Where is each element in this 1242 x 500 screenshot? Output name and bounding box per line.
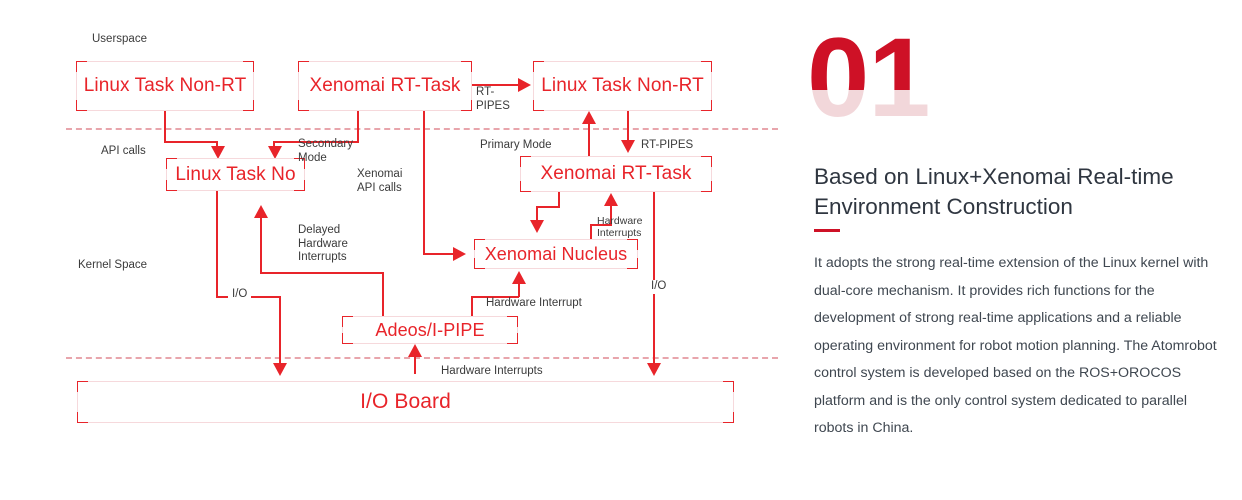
arrow-up-hardware-interrupts: [604, 193, 618, 206]
edge-primary-mode-up: [588, 122, 590, 156]
edge-rttask-to-nucleus-v2: [536, 206, 538, 224]
edge-xenomai-user-secondary-v1: [357, 110, 359, 142]
separator-kernel-hardware: [66, 357, 778, 359]
edge-label-rt-pipes-right: RT-PIPES: [641, 139, 694, 151]
edge-delayed-hw-v2: [260, 218, 262, 274]
node-io-board[interactable]: I/O Board: [77, 381, 734, 423]
edge-xenomai-api-v: [423, 110, 425, 254]
section-headline: Based on Linux+Xenomai Real-time Environ…: [814, 164, 1174, 219]
node-label: Xenomai Nucleus: [484, 243, 628, 264]
edge-label-hardware-interrupt: Hardware Interrupt: [486, 297, 582, 309]
edge-adeos-to-nucleus-v2: [518, 283, 520, 297]
edge-label-io-left: I/O: [228, 288, 252, 302]
architecture-diagram: Userspace Kernel Space: [66, 33, 778, 423]
edge-label-secondary-mode: Secondary Mode: [298, 138, 353, 164]
arrow-down-io-left: [273, 363, 287, 376]
edge-rtpipes-top: [472, 84, 520, 86]
edge-rttask-to-nucleus-h: [536, 206, 560, 208]
edge-delayed-hw-v1: [382, 272, 384, 318]
edge-xenomai-api-h: [423, 253, 455, 255]
arrow-down-to-linuxtaskno-left: [211, 146, 225, 159]
edge-usertask-to-linuxtaskno-h: [164, 141, 218, 143]
edge-io-left-v2: [279, 296, 281, 368]
arrow-down-io-right: [647, 363, 661, 376]
node-xenomai-rt-task-user[interactable]: Xenomai RT-Task: [298, 61, 472, 111]
arrow-right-rtpipes-top: [518, 78, 531, 92]
edge-rttask-to-nucleus-v1: [558, 191, 560, 207]
edge-adeos-to-nucleus-v1: [471, 296, 473, 318]
node-adeos-ipipe[interactable]: Adeos/I-PIPE: [342, 316, 518, 344]
node-label: Linux Task Non-RT: [541, 75, 704, 96]
edge-io-left-v1: [216, 191, 218, 297]
arrow-up-hardware-interrupt: [512, 271, 526, 284]
node-linux-task-non-rt-user[interactable]: Linux Task Non-RT: [76, 61, 254, 111]
edge-label-rt-pipes-top: RT- PIPES: [476, 86, 510, 112]
edge-io-right-v: [653, 191, 655, 368]
node-label: Xenomai RT-Task: [309, 75, 461, 96]
node-label: I/O Board: [360, 390, 451, 413]
edge-nucleus-to-rttask-v1: [590, 224, 592, 240]
arrow-up-delayed-hardware: [254, 205, 268, 218]
edge-hwint-bottom-v: [414, 356, 416, 374]
edge-delayed-hw-h: [260, 272, 384, 274]
node-label: Xenomai RT-Task: [540, 163, 692, 184]
arrow-up-primary-mode: [582, 111, 596, 124]
arrow-down-rtpipes-right: [621, 140, 635, 153]
node-xenomai-rt-task-kernel[interactable]: Xenomai RT-Task: [520, 156, 712, 192]
edge-usertask-to-linuxtaskno-v1: [164, 110, 166, 142]
node-linux-task-non-rt-user-2[interactable]: Linux Task Non-RT: [533, 61, 712, 111]
layer-label-userspace: Userspace: [92, 33, 147, 45]
arrow-right-to-nucleus: [453, 247, 466, 261]
edge-label-primary-mode: Primary Mode: [480, 139, 552, 151]
section-number: 01: [807, 15, 931, 140]
node-xenomai-nucleus[interactable]: Xenomai Nucleus: [474, 239, 638, 269]
arrow-up-hardware-interrupts-bottom: [408, 344, 422, 357]
edge-label-xenomai-api-calls: Xenomai API calls: [357, 168, 403, 194]
edge-label-hardware-interrupts-small: Hardware Interrupts: [597, 215, 643, 239]
edge-nucleus-to-rttask-h: [590, 224, 612, 226]
edge-rtpipes-right-down: [627, 110, 629, 144]
headline-divider: [814, 229, 840, 232]
arrow-down-to-nucleus: [530, 220, 544, 233]
node-linux-task-no[interactable]: Linux Task No: [166, 158, 305, 191]
layer-label-kernel-space: Kernel Space: [78, 259, 148, 271]
section-body-text: It adopts the strong real-time extension…: [814, 255, 1217, 436]
edge-xenomai-user-secondary-h: [273, 141, 359, 143]
separator-userspace-kernel: [66, 128, 778, 130]
node-label: Adeos/I-PIPE: [375, 319, 485, 340]
edge-nucleus-to-rttask-v2: [610, 205, 612, 225]
edge-label-hardware-interrupts-bottom: Hardware Interrupts: [441, 365, 543, 377]
edge-label-api-calls: API calls: [101, 145, 146, 157]
edge-adeos-to-nucleus-h: [471, 296, 519, 298]
node-label: Linux Task No: [175, 163, 296, 185]
node-label: Linux Task Non-RT: [83, 75, 247, 96]
edge-label-delayed-hardware-interrupts: Delayed Hardware Interrupts: [298, 224, 348, 263]
arrow-down-to-linuxtaskno-right: [268, 146, 282, 159]
edge-label-io-right: I/O: [648, 280, 670, 294]
info-panel: 01 Based on Linux+Xenomai Real-time Envi…: [790, 0, 1242, 500]
